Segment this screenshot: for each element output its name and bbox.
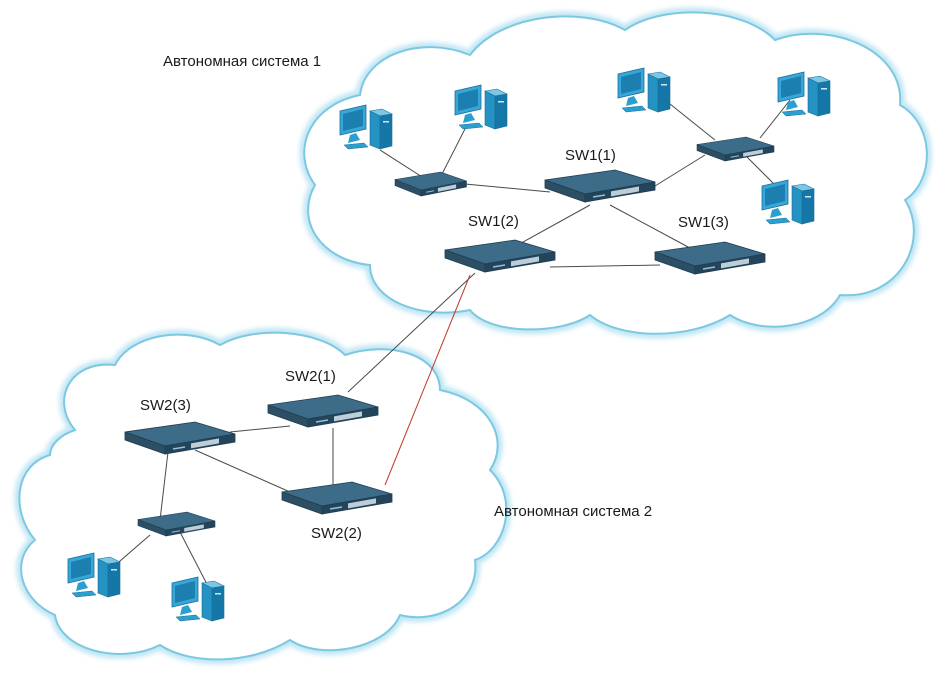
link-sw1-2-to-sw1-3 — [549, 264, 661, 268]
link-sw1-1-to-access2 — [654, 154, 706, 187]
link-access3-to-pc-g — [179, 531, 211, 591]
link-sw2-3-to-sw2-1 — [229, 425, 291, 433]
link-pc-b-to-access1 — [439, 124, 468, 179]
link-sw2-3-to-sw2-2 — [194, 449, 291, 493]
as1-title: Автономная система 1 — [163, 53, 322, 70]
link-sw1-2-to-sw2-2 — [384, 274, 471, 486]
as2-cloud — [14, 327, 512, 665]
link-pc-d-to-access2 — [759, 99, 791, 139]
links — [97, 95, 791, 591]
switch-label-sw1-1: SW1(1) — [565, 147, 616, 164]
switch-label-sw1-3: SW1(3) — [678, 214, 729, 231]
link-sw1-1-to-sw1-3 — [609, 204, 691, 249]
switch-label-sw2-3: SW2(3) — [140, 397, 191, 414]
switch-label-sw2-1: SW2(1) — [285, 368, 336, 385]
switch-label-sw1-2: SW1(2) — [468, 213, 519, 230]
switch-label-sw2-2: SW2(2) — [311, 525, 362, 542]
as2-title: Автономная система 2 — [494, 503, 653, 520]
link-sw1-2-to-sw2-1 — [347, 272, 476, 393]
link-access1-to-sw1-1 — [464, 183, 551, 193]
link-sw2-3-to-access3 — [159, 451, 169, 521]
